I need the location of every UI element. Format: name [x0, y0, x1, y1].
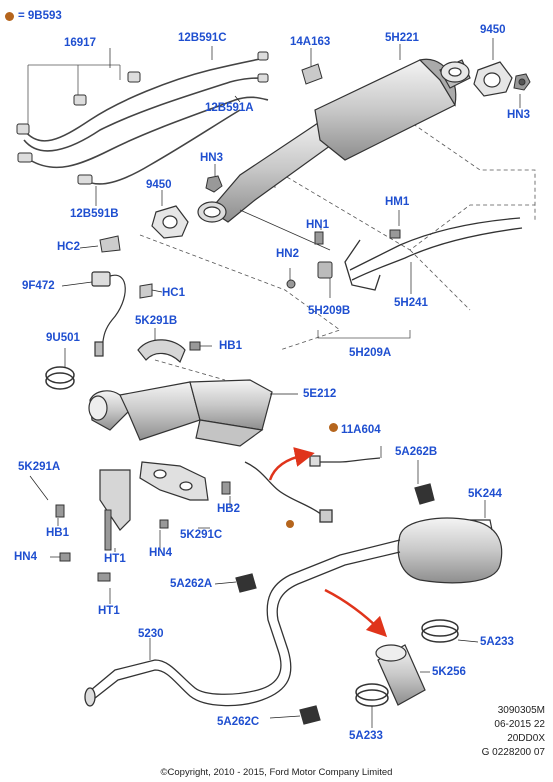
label-hb1-bottom: HB1: [46, 527, 70, 539]
label-5K291C: 5K291C: [180, 529, 223, 541]
bracket-14A163: [301, 63, 323, 85]
label-5A233-upper: 5A233: [480, 636, 514, 648]
doc-code-2: 06-2015 22: [494, 719, 545, 730]
pipe-5230: [84, 539, 401, 707]
label-12B591B: 12B591B: [70, 208, 119, 220]
clip-hc1: [139, 283, 153, 299]
nut-hn3-top: [513, 73, 531, 91]
insulator-5A262C: [299, 705, 321, 725]
label-14A163: 14A163: [290, 36, 331, 48]
label-hn3-right: HN3: [507, 109, 531, 121]
label-9F472: 9F472: [22, 280, 55, 292]
legend-marker-11A604: [329, 423, 338, 432]
red-arrow-lower: [324, 588, 388, 638]
egr-pipe: [244, 461, 333, 523]
label-5H209A: 5H209A: [349, 347, 392, 359]
pipe-5H241: [344, 217, 523, 291]
muffler-5K244: [397, 517, 503, 584]
doc-code-1: 3090305M: [497, 705, 545, 716]
dpf-assembly-5H221: [197, 58, 471, 251]
bracket-5K291A: [99, 469, 131, 531]
bracket-5H209B: [317, 261, 333, 279]
label-5H209B: 5H209B: [308, 305, 351, 317]
clamp-5A233-upper: [421, 619, 459, 643]
label-5H241: 5H241: [394, 297, 428, 309]
legend-dot: [5, 12, 14, 21]
fasteners-lower: [55, 481, 231, 582]
pointer-lines: [29, 38, 521, 728]
label-hn3-mid: HN3: [200, 152, 224, 164]
gasket-9450-top: [473, 61, 513, 97]
label-ht1-top: HT1: [104, 553, 126, 565]
label-11A604: 11A604: [341, 424, 381, 436]
label-9U501: 9U501: [46, 332, 80, 344]
label-hb2: HB2: [217, 503, 241, 515]
label-9450-top: 9450: [480, 24, 506, 36]
label-hc1: HC1: [162, 287, 186, 299]
label-5E212: 5E212: [303, 388, 337, 400]
label-hn4-right: HN4: [149, 547, 173, 559]
bolt-hb1-top: [189, 341, 201, 351]
doc-code-4: G 0228200 07: [481, 747, 545, 758]
label-hn4-left: HN4: [14, 551, 38, 563]
gasket-9450-mid: [151, 205, 189, 239]
sensor-connectors: [16, 51, 269, 185]
label-9450-mid: 9450: [146, 179, 172, 191]
nut-hn3-mid: [205, 175, 223, 193]
insulator-5A262A: [235, 573, 257, 593]
legend-marker-lower: [286, 520, 294, 528]
label-5A262A: 5A262A: [170, 578, 213, 590]
label-12B591C: 12B591C: [178, 32, 227, 44]
label-hb1-top: HB1: [219, 340, 243, 352]
label-hn1: HN1: [306, 219, 330, 231]
sensor-9F472: [91, 271, 126, 357]
label-ht1-bottom: HT1: [98, 605, 120, 617]
copyright-notice: ©Copyright, 2010 - 2015, Ford Motor Comp…: [160, 767, 393, 778]
sensor-11A604: [309, 455, 381, 467]
red-arrow-upper: [268, 447, 315, 481]
label-5230: 5230: [138, 628, 164, 640]
label-5K291A: 5K291A: [18, 461, 61, 473]
label-5A262B: 5A262B: [395, 446, 438, 458]
doc-code-3: 20DD0X: [507, 733, 545, 744]
label-hc2: HC2: [57, 241, 81, 253]
clip-hc2: [99, 235, 121, 253]
tailpipe-5K256: [375, 644, 426, 706]
label-12B591A: 12B591A: [205, 102, 254, 114]
fasteners-hn: [286, 229, 401, 289]
manifold-gasket: [139, 461, 209, 501]
label-hn2: HN2: [276, 248, 300, 260]
clamp-5A233-lower: [355, 683, 389, 707]
oxygen-sensor-harnesses: [23, 57, 269, 185]
label-5A262C: 5A262C: [217, 716, 260, 728]
label-5K291B: 5K291B: [135, 315, 178, 327]
bracket-5K291B: [137, 339, 186, 364]
label-5K256: 5K256: [432, 666, 466, 678]
label-5A233-lower: 5A233: [349, 730, 383, 742]
clamp-9U501: [45, 366, 75, 390]
legend-text: = 9B593: [18, 10, 62, 22]
insulator-5A262B: [414, 483, 435, 505]
label-hm1: HM1: [385, 196, 410, 208]
label-5K244: 5K244: [468, 488, 502, 500]
label-5H221: 5H221: [385, 32, 419, 44]
catalyst-5E212: [88, 379, 273, 447]
label-16917: 16917: [64, 37, 96, 49]
